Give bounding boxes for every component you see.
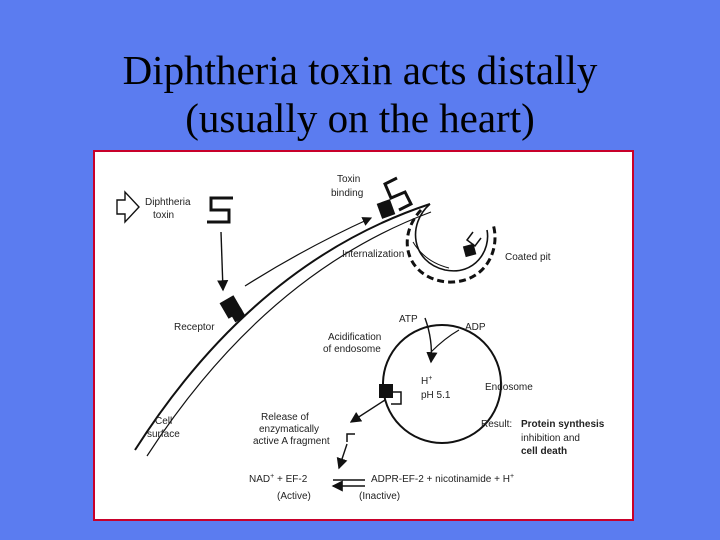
a-fragment-icon — [346, 433, 355, 442]
label-acidification-1: Acidification — [328, 332, 381, 343]
label-receptor: Receptor — [174, 322, 215, 333]
label-diphtheria-toxin-2: toxin — [153, 210, 174, 221]
label-active: (Active) — [277, 491, 311, 502]
label-result-prefix: Result: — [481, 419, 512, 430]
label-h-plus: H+ — [421, 375, 432, 387]
bound-toxin-icon — [376, 176, 414, 219]
label-ph: pH 5.1 — [421, 390, 451, 401]
free-toxin-icon — [207, 196, 233, 224]
cell-membrane-outer — [134, 203, 431, 451]
cell-membrane-inner — [146, 211, 432, 457]
slide-title-line-2: (usually on the heart) — [185, 95, 535, 141]
label-endosome: Endosome — [485, 382, 533, 393]
pit-toxin-icon — [462, 231, 482, 258]
slide-title-line-1: Diphtheria toxin acts distally — [122, 47, 598, 93]
label-internalization: Internalization — [342, 249, 404, 260]
label-coated-pit: Coated pit — [505, 252, 551, 263]
label-acidification-2: of endosome — [323, 344, 381, 355]
label-result-2: inhibition and — [521, 433, 580, 444]
label-diphtheria-toxin-1: Diphtheria — [145, 197, 191, 208]
label-inactive: (Inactive) — [359, 491, 400, 502]
label-result-1: Protein synthesis — [521, 419, 605, 430]
arrow-adp — [430, 329, 460, 353]
label-result-3: cell death — [521, 446, 567, 457]
label-reaction-left: NAD+ + EF-2 — [249, 473, 308, 485]
arrow-toxin-to-receptor — [217, 231, 229, 292]
diphtheria-toxin-outline-arrow — [116, 190, 140, 224]
slide-title: Diphtheria toxin acts distally (usually … — [0, 46, 720, 142]
label-toxin-binding-2: binding — [331, 188, 363, 199]
coated-pit-coat — [405, 208, 497, 284]
arrow-release — [349, 399, 386, 423]
label-release-1: Release of — [261, 412, 309, 423]
label-release-3: active A fragment — [253, 436, 330, 447]
label-toxin-binding-1: Toxin — [337, 174, 360, 185]
mechanism-diagram: Diphtheria toxin Toxin binding Internali… — [116, 174, 605, 502]
label-cell-surface-2: surface — [147, 429, 180, 440]
arrow-fragment-to-reaction — [336, 443, 348, 470]
label-cell-surface-1: Cell — [155, 416, 172, 427]
receptor-icon — [219, 295, 246, 323]
coated-pit-outer — [414, 203, 489, 272]
toxin-mechanism-figure: Diphtheria toxin Toxin binding Internali… — [93, 150, 634, 521]
arrow-atp-to-endosome — [424, 317, 438, 364]
label-release-2: enzymatically — [259, 424, 319, 435]
label-atp: ATP — [399, 314, 418, 325]
arrow-along-membrane — [244, 217, 373, 287]
endosome-toxin-icon — [379, 384, 402, 405]
label-adp: ADP — [465, 322, 486, 333]
arrow-internalization — [412, 241, 450, 269]
label-reaction-right: ADPR-EF-2 + nicotinamide + H+ — [371, 473, 514, 485]
